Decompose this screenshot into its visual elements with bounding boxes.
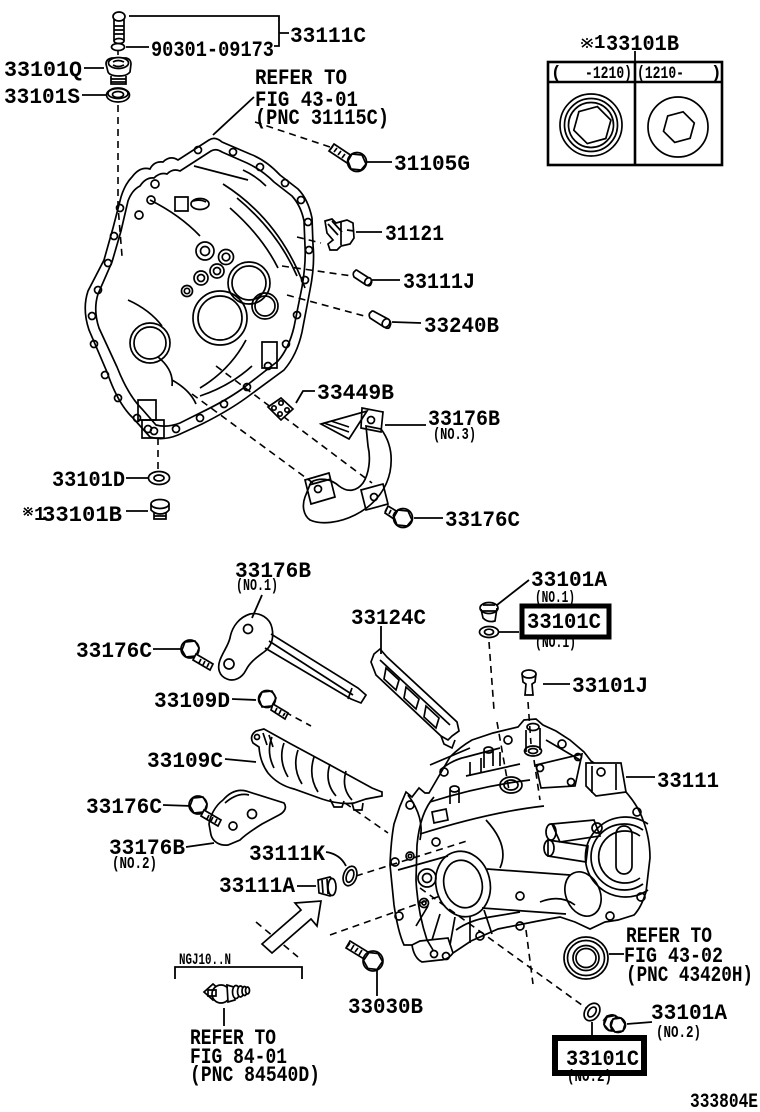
svg-text:REFER TO: REFER TO <box>190 1026 276 1051</box>
svg-text:(PNC 43420H): (PNC 43420H) <box>626 963 753 988</box>
svg-text:33109D: 33109D <box>154 689 230 714</box>
svg-text:333804E: 333804E <box>690 1091 758 1112</box>
svg-text:33176C: 33176C <box>76 639 152 664</box>
svg-text:33176C: 33176C <box>86 795 162 820</box>
svg-text:33176B: 33176B <box>428 407 500 432</box>
svg-text:33449B: 33449B <box>317 381 394 406</box>
svg-text:33124C: 33124C <box>351 606 426 631</box>
svg-text:33111J: 33111J <box>403 270 475 295</box>
svg-text:31121: 31121 <box>385 222 444 247</box>
svg-text:(NO.1): (NO.1) <box>535 589 575 608</box>
svg-text:(NO.3): (NO.3) <box>433 426 476 445</box>
svg-text:(NO.1): (NO.1) <box>236 577 278 596</box>
svg-text:33101S: 33101S <box>4 85 80 110</box>
svg-text:(NO.2): (NO.2) <box>656 1024 701 1043</box>
svg-text:(NO.2): (NO.2) <box>112 855 157 874</box>
svg-text:(PNC 84540D): (PNC 84540D) <box>190 1063 320 1088</box>
svg-text:(1210-: (1210- <box>637 64 684 84</box>
svg-text:33101B: 33101B <box>606 32 679 57</box>
svg-text:33101C: 33101C <box>527 610 601 635</box>
svg-text:FIG 84-01: FIG 84-01 <box>190 1045 287 1070</box>
svg-text:(PNC 31115C): (PNC 31115C) <box>255 106 389 131</box>
svg-text:33101D: 33101D <box>52 468 125 493</box>
svg-text:31105G: 31105G <box>394 152 470 177</box>
svg-text:): ) <box>711 64 722 84</box>
svg-text:33101C: 33101C <box>566 1047 639 1072</box>
svg-text:33176B: 33176B <box>109 836 185 861</box>
svg-text:90301-09173: 90301-09173 <box>151 38 274 63</box>
svg-text:33176C: 33176C <box>445 508 520 533</box>
svg-text:33101A: 33101A <box>531 568 608 593</box>
svg-text:33030B: 33030B <box>348 995 423 1020</box>
svg-text:33111: 33111 <box>657 769 719 794</box>
svg-text:33101Q: 33101Q <box>4 58 82 83</box>
svg-text:FIG 43-01: FIG 43-01 <box>255 88 358 113</box>
svg-text:-1210): -1210) <box>585 64 632 84</box>
svg-text:33101B: 33101B <box>42 503 122 528</box>
svg-text:1: 1 <box>34 504 45 526</box>
svg-text:33101A: 33101A <box>651 1001 728 1026</box>
svg-text:1: 1 <box>594 32 605 54</box>
svg-text:33176B: 33176B <box>235 559 311 584</box>
svg-text:33101J: 33101J <box>572 674 648 699</box>
svg-text:(: ( <box>551 64 562 84</box>
svg-text:33109C: 33109C <box>147 749 223 774</box>
svg-text:33111K: 33111K <box>249 842 326 867</box>
svg-text:FIG 43-02: FIG 43-02 <box>624 944 723 969</box>
svg-text:REFER TO: REFER TO <box>626 924 712 949</box>
svg-text:REFER TO: REFER TO <box>255 66 347 91</box>
svg-text:33240B: 33240B <box>424 314 499 339</box>
svg-text:33111A: 33111A <box>219 874 296 899</box>
svg-text:33111C: 33111C <box>290 24 366 49</box>
svg-text:NGJ10..N: NGJ10..N <box>179 951 231 969</box>
